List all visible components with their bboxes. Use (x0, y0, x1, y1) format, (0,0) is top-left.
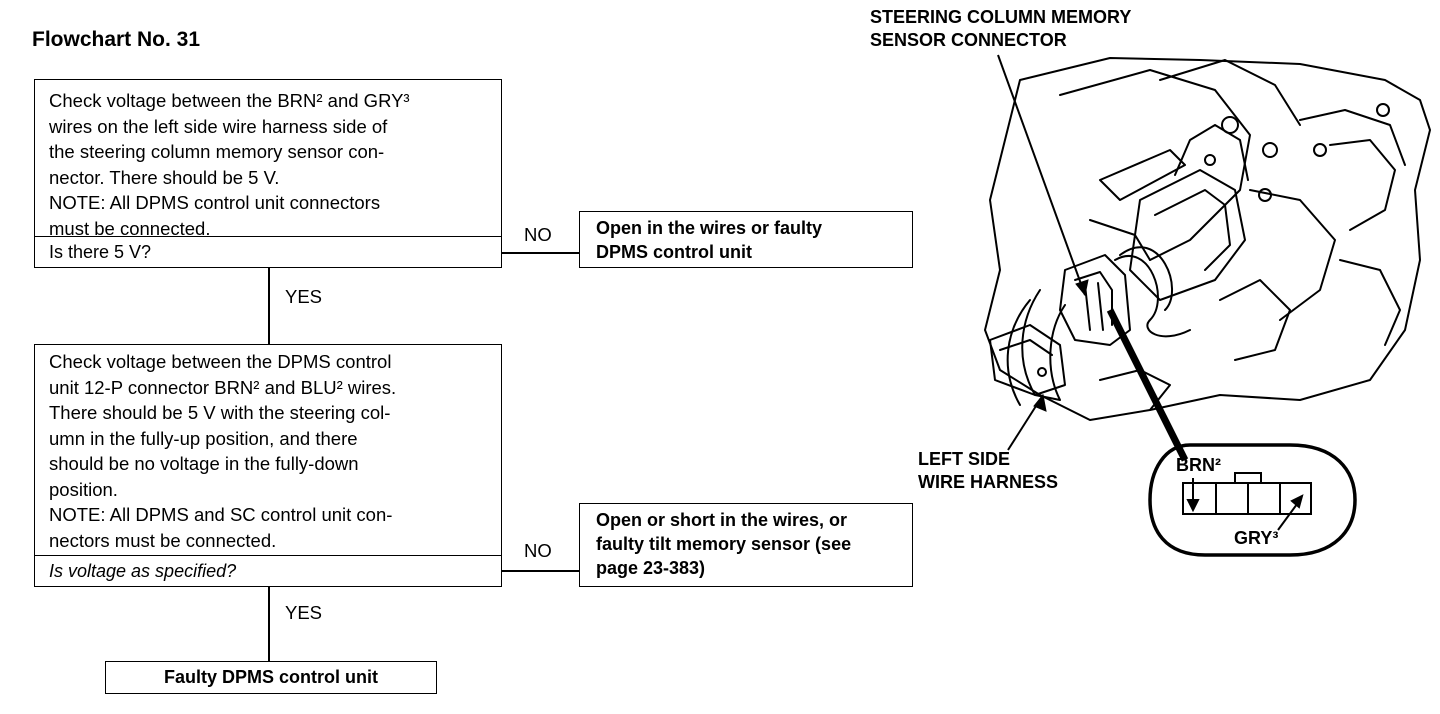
harness-callout-line: WIRE HARNESS (918, 472, 1059, 492)
pin-gry-label: GRY³ (1234, 528, 1279, 548)
result2-line: faulty tilt memory sensor (see (596, 534, 852, 554)
branch1-yes-label: YES (285, 286, 323, 307)
branch2-yes-label: YES (285, 602, 323, 623)
flowchart-title: Flowchart No. 31 (32, 28, 201, 51)
tilt-motor (1129, 169, 1246, 301)
branch1-no-connector (502, 252, 580, 254)
result1-line: DPMS control unit (596, 242, 752, 262)
branch1-no-label: NO (524, 224, 552, 245)
step2-box: Check voltage between the DPMS control u… (34, 344, 502, 587)
branch1-yes-connector (268, 268, 270, 345)
step1-text: Check voltage between the BRN² and GRY³ … (35, 80, 501, 243)
connector-face-detail (1148, 443, 1357, 557)
connector-callout-line: SENSOR CONNECTOR (870, 30, 1067, 50)
branch2-yes-connector (268, 587, 270, 662)
wire-harness (1021, 289, 1066, 401)
step2-line: unit 12-P connector BRN² and BLU² wires. (49, 376, 397, 398)
column-housing-outline (984, 57, 1431, 421)
step2-line: Check voltage between the DPMS control (49, 351, 392, 372)
step1-line: nector. There should be 5 V. (49, 166, 280, 188)
result2-line: page 23-383) (596, 558, 706, 578)
step2-line: umn in the fully-up position, and there (49, 427, 358, 449)
branch2-no-connector (502, 570, 580, 572)
result2-line: Open or short in the wires, or (596, 510, 848, 530)
step2-line: should be no voltage in the fully-down (49, 453, 359, 474)
result3-text: Faulty DPMS control unit (164, 667, 378, 687)
result3-box: Faulty DPMS control unit (105, 661, 437, 694)
harness-callout-label: LEFT SIDE WIRE HARNESS (918, 448, 1058, 494)
step1-question: Is there 5 V? (35, 236, 501, 267)
step1-line: must be connected. (49, 217, 211, 239)
step2-line: There should be 5 V with the steering co… (49, 402, 391, 423)
step2-question: Is voltage as specified? (35, 555, 501, 586)
step1-line: wires on the left side wire harness side… (49, 115, 388, 137)
step2-line: nectors must be connected. (49, 529, 277, 551)
harness-callout-line: LEFT SIDE (918, 449, 1011, 469)
result2-box: Open or short in the wires, or faulty ti… (579, 503, 913, 587)
step1-line: NOTE: All DPMS control unit connectors (49, 192, 381, 213)
connector-callout-label: STEERING COLUMN MEMORY SENSOR CONNECTOR (870, 6, 1131, 52)
pin-brn-label: BRN² (1176, 455, 1221, 475)
step2-line: NOTE: All DPMS and SC control unit con- (49, 504, 393, 525)
step1-line: Check voltage between the BRN² and GRY³ (49, 90, 410, 111)
step2-line: position. (49, 478, 118, 500)
connector-callout-line: STEERING COLUMN MEMORY (870, 7, 1132, 27)
step1-box: Check voltage between the BRN² and GRY³ … (34, 79, 502, 268)
step2-text: Check voltage between the DPMS control u… (35, 345, 501, 555)
branch2-no-label: NO (524, 540, 552, 561)
result1-line: Open in the wires or faulty (596, 218, 823, 238)
step1-line: the steering column memory sensor con- (49, 141, 385, 162)
result1-box: Open in the wires or faulty DPMS control… (579, 211, 913, 268)
